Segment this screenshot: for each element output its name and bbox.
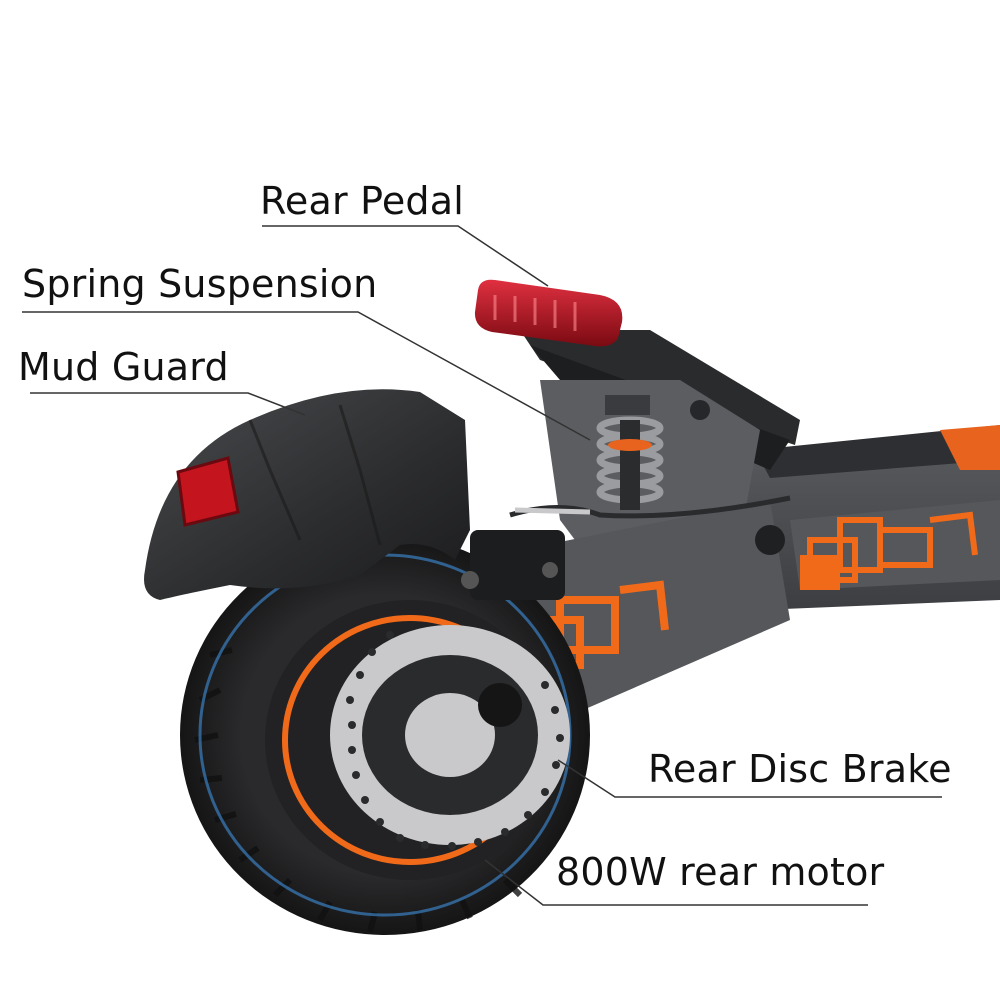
mud-guard bbox=[144, 389, 470, 600]
brake-caliper bbox=[461, 495, 791, 600]
leader-mud-guard bbox=[30, 392, 306, 416]
callout-rear-disc-brake: Rear Disc Brake bbox=[648, 747, 952, 791]
leader-lines bbox=[22, 225, 942, 906]
leader-rear-disc-brake bbox=[557, 759, 942, 798]
callout-mud-guard: Mud Guard bbox=[18, 345, 229, 389]
reflector bbox=[176, 456, 240, 527]
leader-rear-pedal bbox=[262, 225, 549, 287]
spring-suspension bbox=[596, 395, 664, 510]
tail-light bbox=[474, 279, 623, 347]
leader-spring-suspension bbox=[22, 311, 591, 441]
callout-spring-suspension: Spring Suspension bbox=[22, 262, 378, 306]
callout-rear-pedal: Rear Pedal bbox=[260, 179, 464, 223]
brake-disc bbox=[330, 625, 570, 850]
callout-rear-motor: 800W rear motor bbox=[556, 850, 885, 894]
leader-rear-motor bbox=[484, 859, 868, 906]
